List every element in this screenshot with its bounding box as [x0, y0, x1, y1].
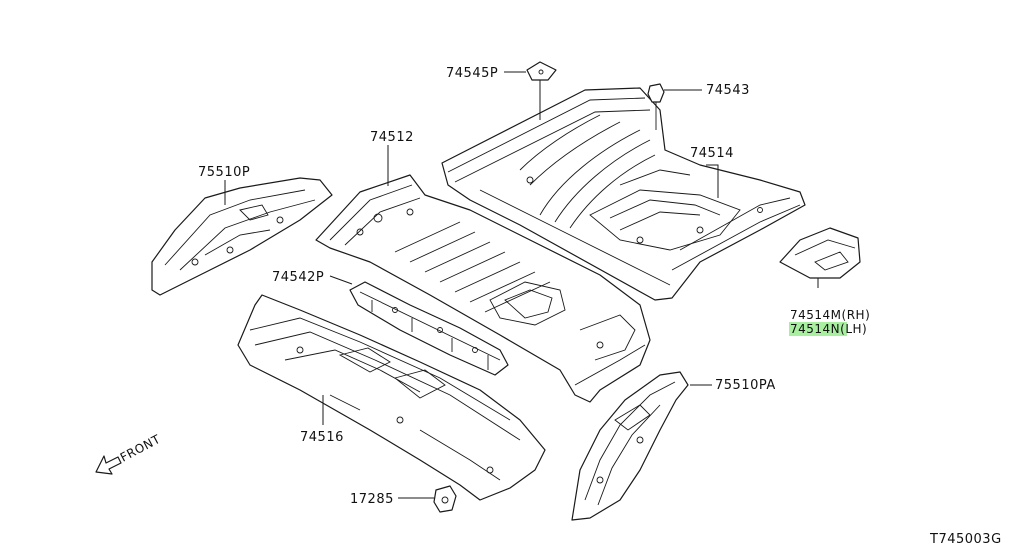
label-74514M-RH: 74514M(RH) — [790, 308, 870, 322]
part-clip-17285 — [433, 485, 457, 513]
part-bracket-74514M-N — [779, 227, 861, 279]
leader-lines — [224, 71, 819, 499]
part-cross-member-74542P — [349, 281, 509, 376]
part-side-member-74516 — [237, 294, 546, 501]
part-rear-floor-74514 — [441, 87, 806, 301]
label-74516: 74516 — [300, 430, 344, 445]
label-74543: 74543 — [706, 83, 750, 98]
label-75510P: 75510P — [198, 165, 250, 180]
label-74514: 74514 — [690, 146, 734, 161]
highlight-74514N — [789, 322, 847, 336]
label-74514N-LH: 74514N(LH) — [790, 322, 867, 336]
label-74542P: 74542P — [272, 270, 324, 285]
part-side-member-75510P — [151, 177, 333, 296]
label-74512: 74512 — [370, 130, 414, 145]
part-bracket-74543 — [647, 83, 665, 130]
label-75510PA: 75510PA — [715, 378, 776, 393]
part-plate-74545P — [526, 61, 557, 81]
part-side-member-75510PA — [571, 371, 689, 521]
label-74545P: 74545P — [446, 66, 498, 81]
front-label: FRONT — [118, 432, 163, 465]
part-center-floor-74512 — [315, 174, 651, 403]
diagram-code: T745003G — [929, 532, 1002, 547]
label-17285: 17285 — [350, 492, 394, 507]
front-arrow-icon — [95, 455, 122, 475]
front-direction-indicator: FRONT — [95, 432, 163, 475]
